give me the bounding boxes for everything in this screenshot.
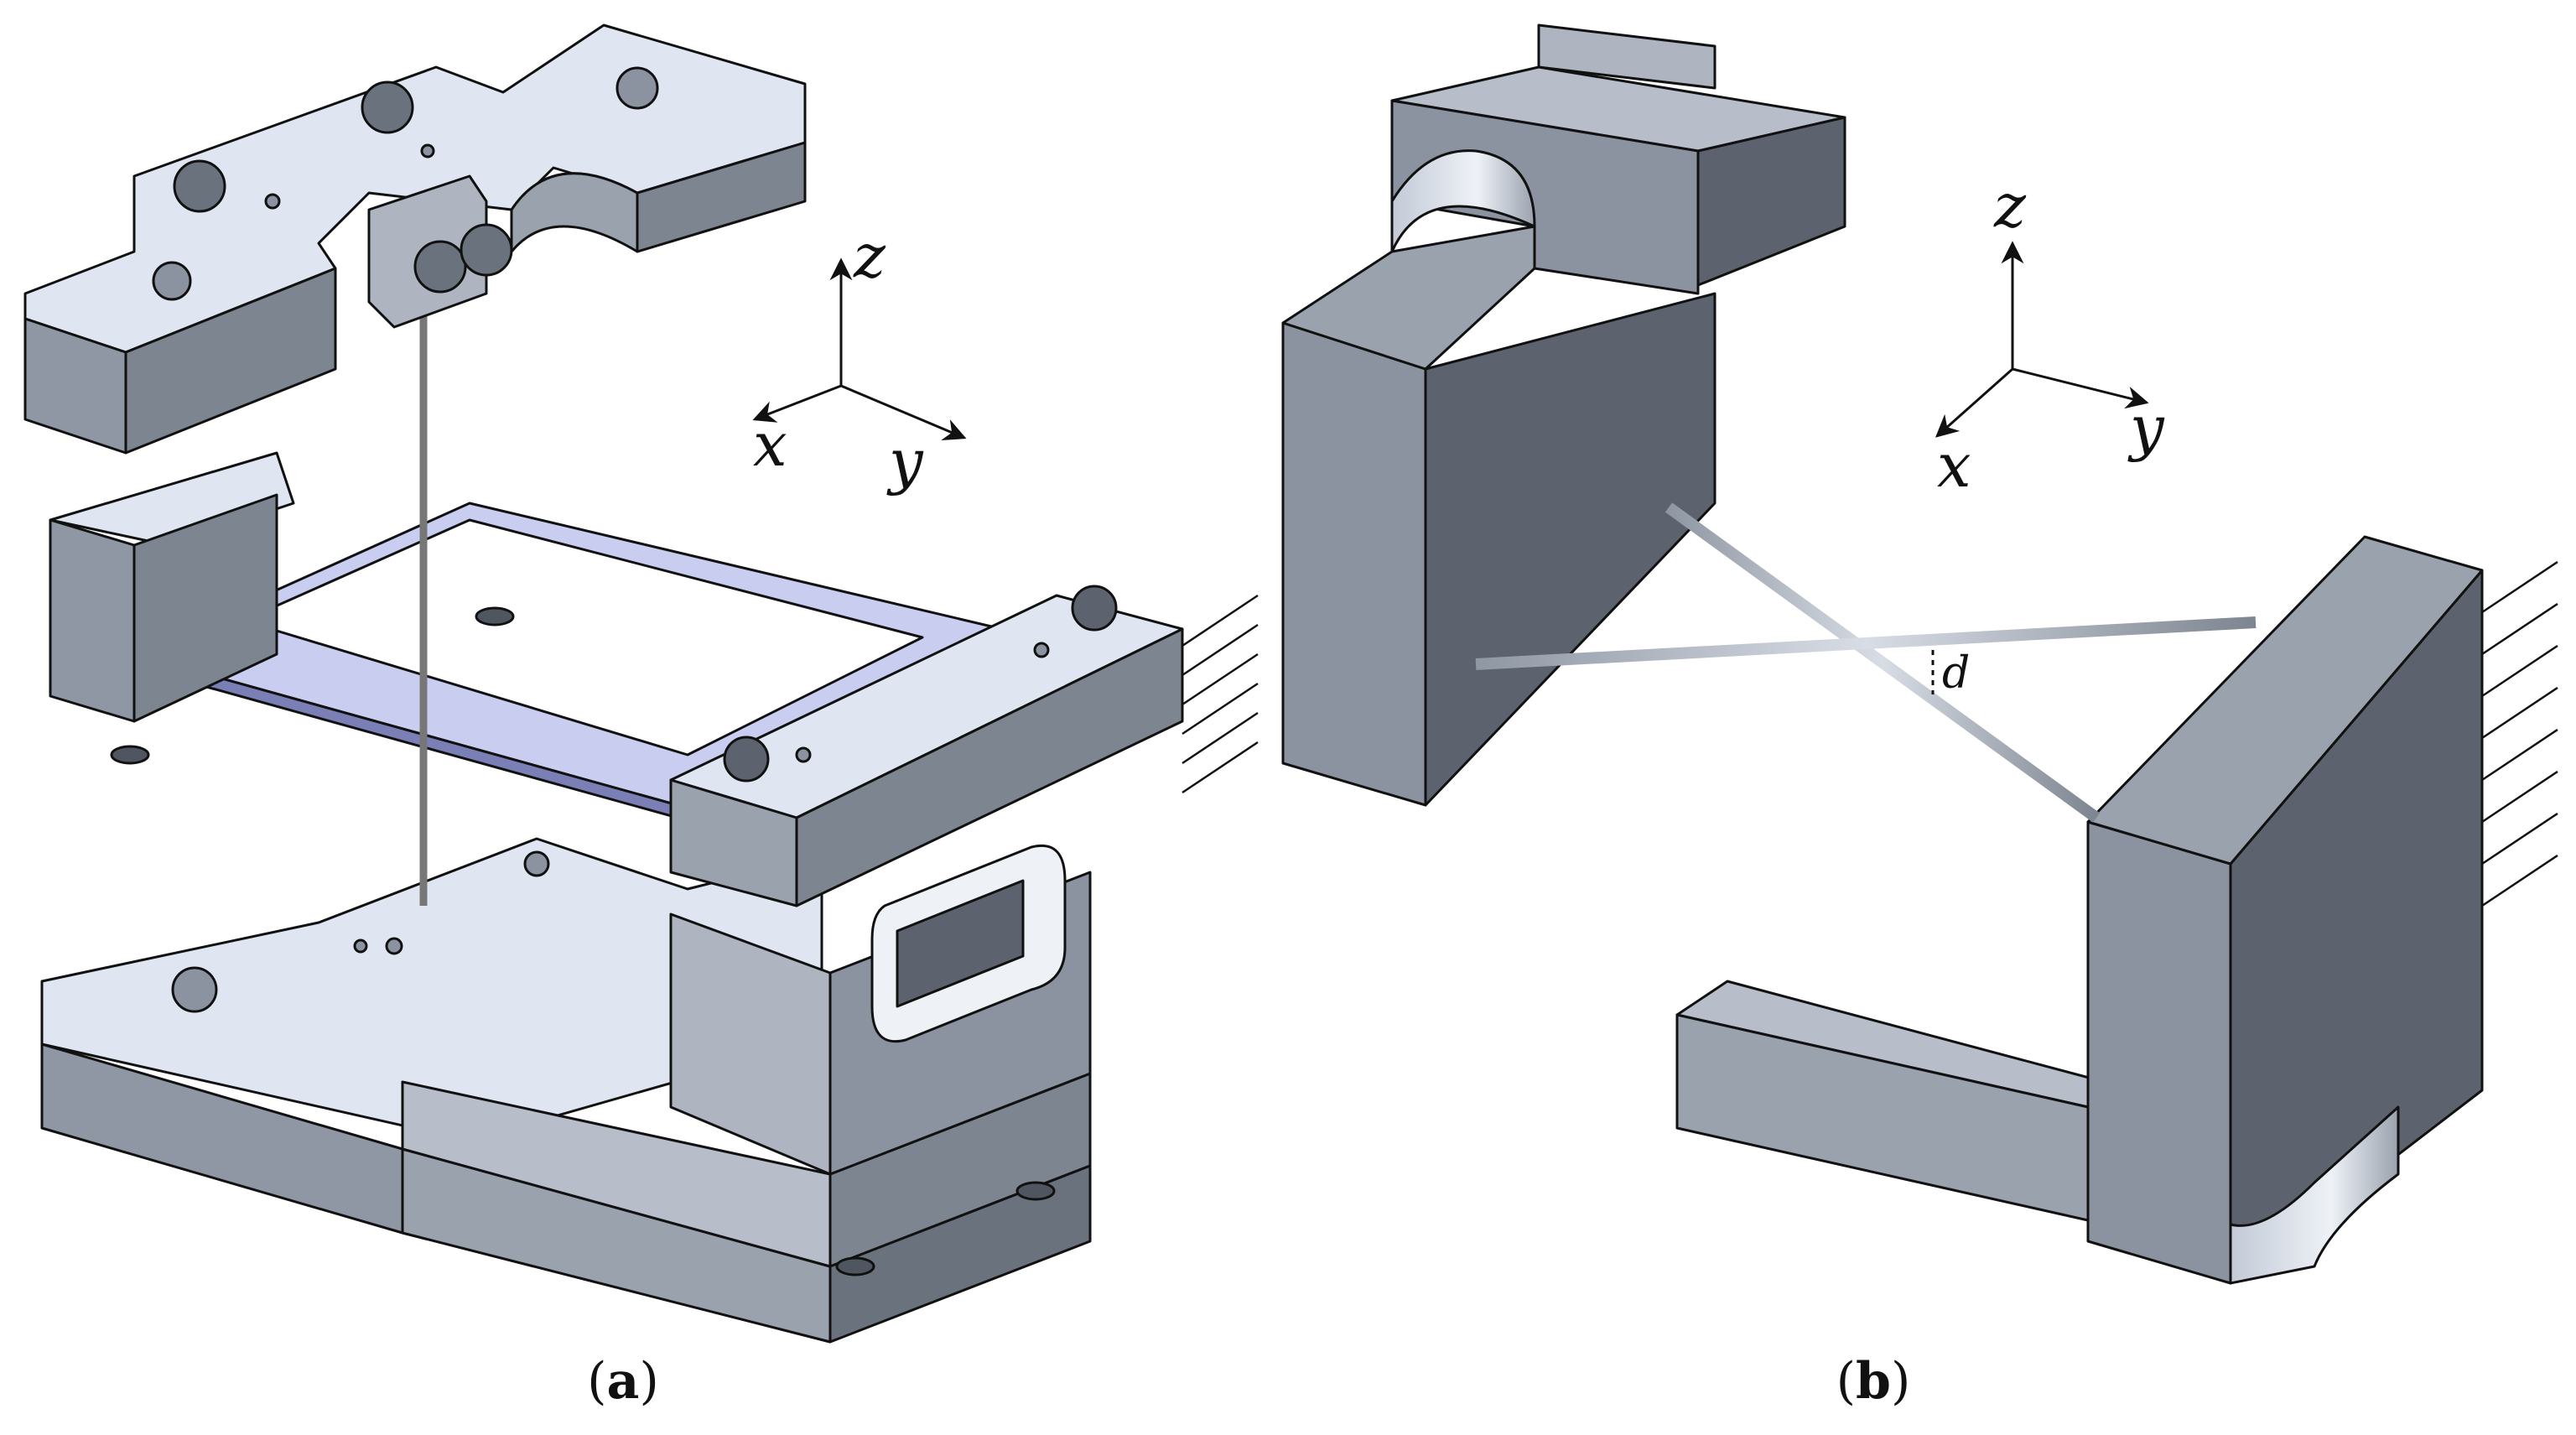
axis-label-y: y	[2127, 393, 2165, 463]
lower-stage-base-right	[828, 1164, 1092, 1344]
distance-label: d	[1942, 648, 1970, 699]
left-block-curve	[1390, 149, 1536, 253]
x-axis-arrow	[752, 384, 842, 423]
top-plate-hole	[420, 143, 435, 159]
ground-hatch-a	[1182, 594, 1259, 794]
lower-stage-hole	[385, 937, 403, 955]
clamp-screw-head	[723, 736, 770, 782]
lower-stage-base-front	[401, 1080, 832, 1268]
axis-label-x: x	[1937, 430, 1971, 501]
upper-right-clamp-side	[795, 627, 1184, 907]
rod-clamp-screw	[460, 223, 513, 277]
left-middle-side	[132, 493, 278, 723]
top-plate	[23, 23, 807, 455]
right-block-curve	[2229, 1105, 2400, 1285]
panel-b-flexure-model: d z x y	[1281, 23, 2558, 1285]
clamp-screw-head	[1071, 585, 1118, 632]
right-block-top	[2086, 535, 2484, 866]
left-block-top	[1281, 225, 1536, 371]
top-plate-hole	[615, 66, 659, 110]
panel-a-assembly: z x y	[23, 23, 1259, 1344]
rod-clamp	[367, 174, 513, 329]
top-plate-side	[124, 267, 337, 455]
flexure-cutout	[242, 518, 924, 756]
y-axis-arrow	[840, 384, 967, 440]
axis-label-y: y	[886, 426, 924, 497]
caption-b-letter: b	[1856, 1352, 1891, 1411]
left-middle-front	[49, 518, 136, 723]
lower-stage-hole	[171, 966, 218, 1013]
top-plate-screw	[173, 159, 226, 213]
left-middle-foot	[475, 606, 515, 627]
clamp-hole	[1033, 642, 1050, 658]
right-column	[669, 845, 1092, 1176]
horizontal-rod	[1475, 616, 2257, 670]
caption-a: (a)	[587, 1352, 659, 1411]
rod-clamp-screw	[413, 240, 467, 294]
top-plate-hole	[152, 261, 192, 301]
left-block-front	[1281, 321, 1427, 807]
caption-a-letter: a	[606, 1352, 640, 1411]
top-plate-screw	[361, 81, 414, 134]
left-middle-block	[49, 451, 515, 765]
right-block-front	[2086, 820, 2232, 1285]
right-column-window-inner	[896, 879, 1025, 1008]
lower-stage-foot	[1015, 1181, 1056, 1201]
axes-triad-a	[752, 257, 967, 440]
upper-right-clamp	[669, 585, 1184, 907]
clamp-hole	[795, 746, 812, 763]
axes-triad-b	[1935, 241, 2149, 438]
left-block-side	[1424, 292, 1716, 807]
top-bar-back	[1537, 23, 1716, 90]
lower-stage	[40, 837, 1092, 1344]
left-middle-foot	[110, 745, 150, 765]
top-plate-arc	[510, 172, 639, 253]
ground-hatch-b	[2481, 560, 2558, 907]
axis-label-z: z	[853, 221, 886, 291]
x-axis-arrow	[1935, 367, 2013, 438]
diagonal-rod	[1665, 502, 2101, 823]
lower-stage-hole	[523, 850, 550, 877]
axis-label-x: x	[753, 409, 787, 480]
top-bar-end	[1696, 116, 1846, 287]
caption-b: (b)	[1836, 1352, 1911, 1411]
y-axis-arrow	[2012, 367, 2149, 409]
top-plate-hole	[264, 193, 281, 210]
axis-label-z: z	[1993, 170, 2027, 241]
lower-stage-hole	[353, 938, 368, 954]
lower-stage-foot	[835, 1256, 875, 1276]
